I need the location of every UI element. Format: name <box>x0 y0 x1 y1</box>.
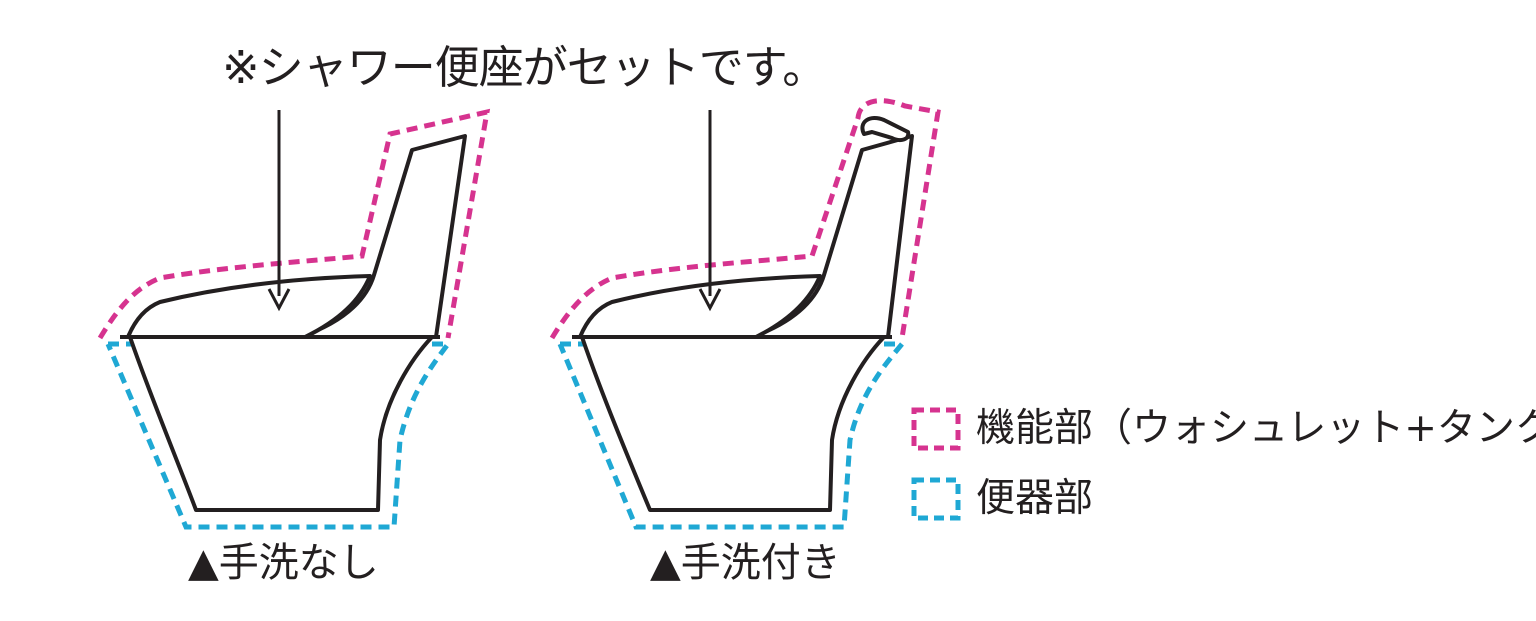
bowl-part-outline-left <box>105 341 453 530</box>
note-arrow-left-head-icon <box>267 288 291 312</box>
legend-bowl-label: 便器部 <box>976 476 1094 521</box>
toilet-without-hand-wash <box>97 108 491 530</box>
bowl-left <box>128 335 434 512</box>
bowl-part-outline-right <box>557 341 908 530</box>
shower-seat-note: ※シャワー便座がセットです。 <box>222 41 827 94</box>
legend-bowl-swatch <box>911 477 961 521</box>
bowl-right <box>580 335 886 512</box>
seat-lid-right <box>578 274 822 339</box>
legend-functional-label: 機能部（ウォシュレット+タンク） <box>976 406 1536 451</box>
caption-with-hand-wash: ▲手洗付き <box>650 540 841 586</box>
faucet-icon <box>860 115 911 142</box>
functional-part-outline-right <box>549 98 941 340</box>
caption-without-hand-wash: ▲手洗なし <box>188 540 379 586</box>
toilet-with-hand-wash <box>549 98 941 530</box>
functional-part-outline-left <box>97 108 491 340</box>
note-arrow-right-head-icon <box>698 288 722 312</box>
legend-functional-swatch <box>911 407 961 451</box>
